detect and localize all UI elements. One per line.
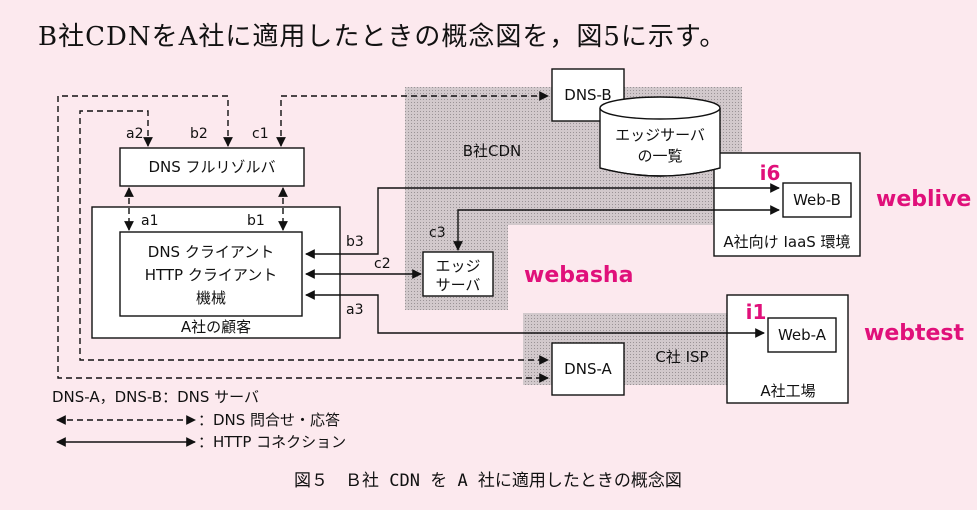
client-label-3: 機械 — [196, 289, 226, 307]
customer-label: A社の顧客 — [181, 318, 251, 336]
b-cdn-label: B社CDN — [463, 142, 522, 160]
http-c3 — [453, 205, 780, 251]
client-label-2: HTTP クライアント — [145, 266, 278, 284]
link-b3: b3 — [346, 234, 364, 250]
legend-dns-query: ：DNS 問合せ・応答 — [198, 411, 340, 429]
full-resolver-label: DNS フルリゾルバ — [148, 158, 275, 176]
iaas-label: A社向け IaaS 環境 — [723, 233, 850, 251]
intro-text: B社CDNをA社に適用したときの概念図を，図5に示す。 — [38, 22, 727, 52]
annotation-webtest: webtest — [864, 321, 965, 346]
factory-label: A社工場 — [760, 382, 815, 400]
annotation-i6: i6 — [760, 161, 781, 185]
edge-label-1: エッジ — [435, 257, 480, 275]
edge-list-label-2: の一覧 — [637, 147, 682, 165]
dns-b-box — [551, 68, 625, 122]
link-b1: b1 — [247, 213, 265, 229]
edge-server-list-db — [599, 96, 721, 177]
dns-b-label: DNS-B — [564, 86, 611, 104]
link-a2: a2 — [126, 126, 144, 142]
link-a1: a1 — [141, 213, 159, 229]
link-b2: b2 — [190, 126, 208, 142]
web-b-label: Web-B — [793, 191, 841, 209]
http-b3 — [305, 183, 780, 259]
annotation-weblive: weblive — [876, 187, 971, 212]
c-isp-label: C社 ISP — [655, 348, 708, 366]
dns-a-box — [551, 342, 625, 396]
dns-query-c1 — [276, 91, 549, 147]
link-c2: c2 — [374, 256, 391, 272]
http-a3 — [305, 290, 765, 338]
link-c1: c1 — [252, 126, 269, 142]
client-label-1: DNS クライアント — [148, 243, 274, 261]
dns-a-label: DNS-A — [564, 360, 612, 378]
link-a3: a3 — [346, 302, 364, 318]
legend-servers: DNS-A，DNS-B：DNS サーバ — [52, 388, 259, 406]
link-c3: c3 — [429, 225, 446, 241]
dns-query-b2 — [57, 95, 549, 383]
dns-query-a2 — [79, 110, 549, 365]
web-a-label: Web-A — [778, 326, 827, 344]
web-a-box — [767, 317, 837, 353]
edge-list-label-1: エッジサーバ — [615, 126, 705, 144]
legend-http: ：HTTP コネクション — [198, 433, 346, 451]
figure-caption: 図５ Ｂ社 CDN を A 社に適用したときの概念図 — [294, 470, 682, 491]
web-b-box — [782, 182, 852, 218]
annotation-i1: i1 — [746, 300, 767, 324]
annotation-webasha: webasha — [524, 263, 633, 288]
edge-label-2: サーバ — [436, 276, 481, 294]
